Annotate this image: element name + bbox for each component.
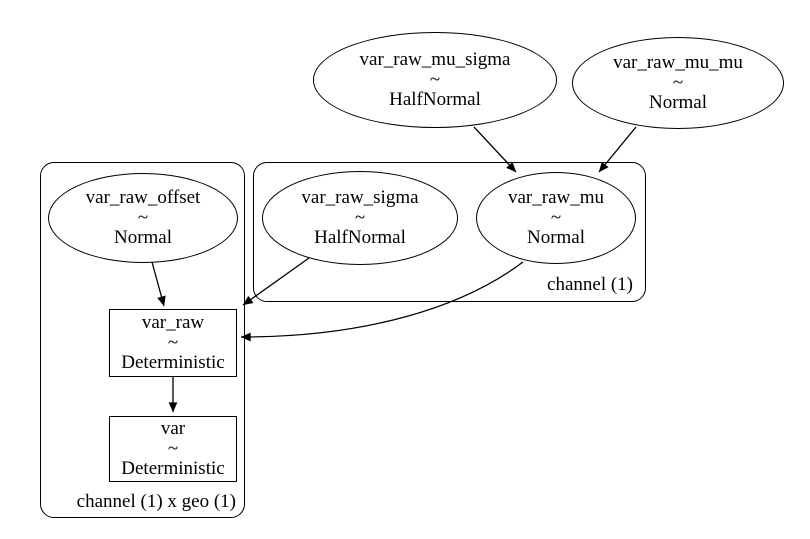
node-relation: ~ [672, 72, 684, 93]
node-var-raw-offset: var_raw_offset ~ Normal [48, 173, 238, 263]
node-label: var_raw_mu_mu [613, 52, 743, 73]
node-distribution: Deterministic [121, 458, 225, 479]
node-distribution: HalfNormal [389, 89, 481, 110]
node-relation: ~ [167, 438, 179, 459]
node-distribution: HalfNormal [314, 227, 406, 248]
plate-channel-label: channel (1) [547, 274, 633, 295]
node-relation: ~ [550, 207, 562, 228]
node-label: var_raw_offset [85, 187, 201, 208]
node-distribution: Normal [648, 92, 708, 113]
node-label: var [160, 418, 186, 439]
plate-channel-geo-label: channel (1) x geo (1) [76, 491, 236, 512]
node-relation: ~ [167, 332, 179, 353]
node-distribution: Normal [113, 227, 173, 248]
node-relation: ~ [137, 207, 149, 228]
node-var-raw: var_raw ~ Deterministic [109, 309, 237, 377]
node-label: var_raw_sigma [301, 187, 419, 208]
node-var-raw-mu-mu: var_raw_mu_mu ~ Normal [572, 37, 784, 129]
node-distribution: Normal [526, 227, 586, 248]
node-var-raw-sigma: var_raw_sigma ~ HalfNormal [262, 171, 458, 265]
node-var: var ~ Deterministic [109, 416, 237, 482]
node-label: var_raw_mu_sigma [359, 49, 511, 70]
node-distribution: Deterministic [121, 352, 225, 373]
node-relation: ~ [354, 207, 366, 228]
node-var-raw-mu-sigma: var_raw_mu_sigma ~ HalfNormal [313, 32, 557, 128]
node-relation: ~ [429, 69, 441, 90]
node-label: var_raw_mu [507, 187, 605, 208]
node-var-raw-mu: var_raw_mu ~ Normal [476, 172, 636, 264]
node-label: var_raw [141, 312, 205, 333]
